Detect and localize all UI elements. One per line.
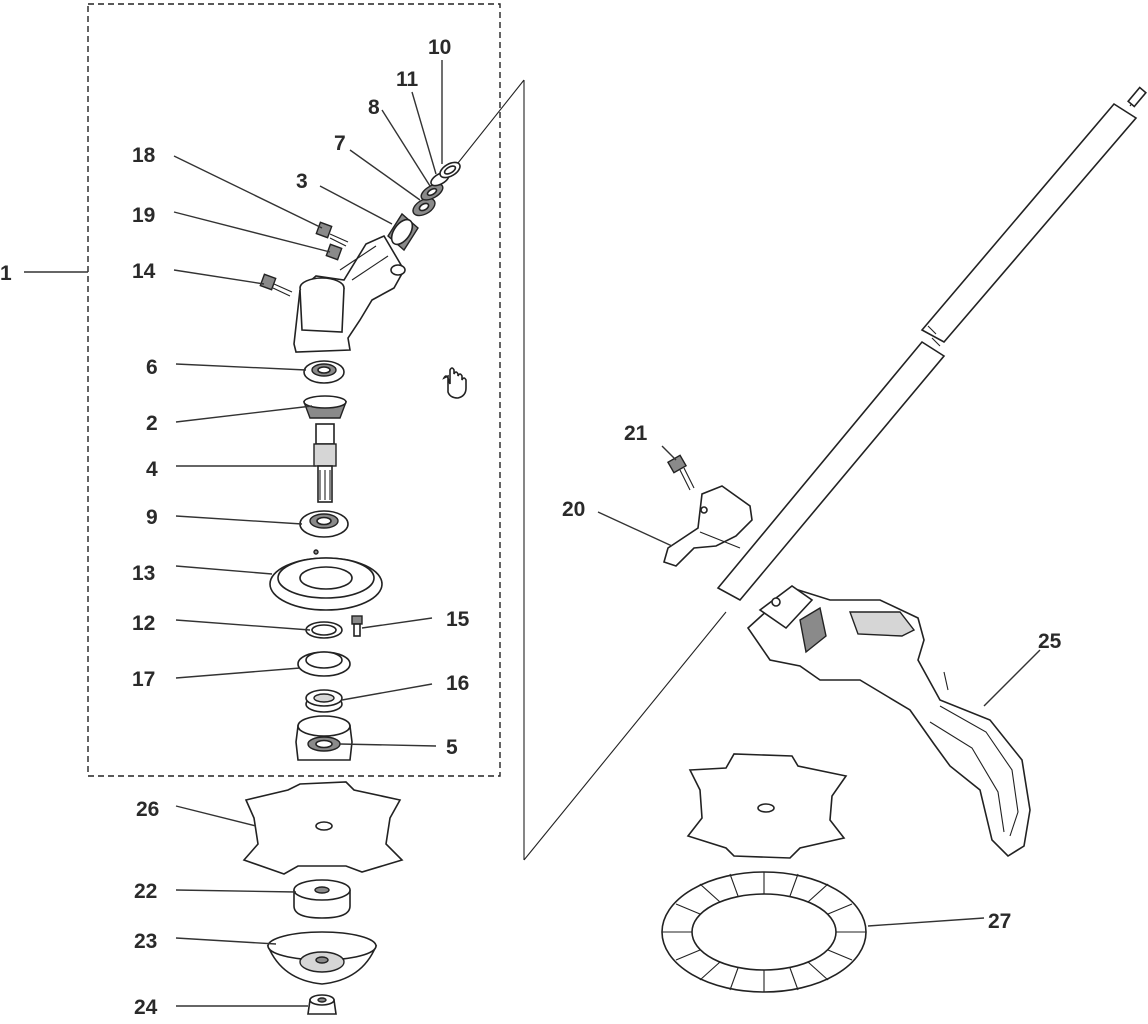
callout-25: 25 [1038, 630, 1062, 653]
callout-2: 2 [146, 412, 158, 435]
blade-holder-5 [295, 715, 353, 761]
callout-17: 17 [132, 668, 155, 691]
snap-ring-10 [439, 161, 461, 179]
callout-23: 23 [134, 930, 157, 953]
snap-ring-12 [305, 621, 343, 639]
small-bearing [412, 197, 436, 217]
callout-1: 1 [0, 262, 12, 285]
bearing-6 [303, 360, 345, 384]
spindle-4 [313, 423, 337, 503]
bolt-14 [259, 273, 293, 297]
callout-5: 5 [446, 736, 458, 759]
callout-19: 19 [132, 204, 155, 227]
callout-4: 4 [146, 458, 158, 481]
nut-24 [307, 994, 337, 1015]
hand-cursor-icon [442, 367, 467, 399]
dish-23 [266, 931, 378, 985]
handle-assembly [746, 585, 1031, 858]
callout-26: 26 [136, 798, 159, 821]
callout-14: 14 [132, 260, 156, 283]
callout-16: 16 [446, 672, 469, 695]
callout-7: 7 [334, 132, 346, 155]
leader-lines [24, 60, 1041, 1007]
callout-8: 8 [368, 96, 380, 119]
callout-11: 11 [396, 68, 419, 91]
callout-22: 22 [134, 880, 157, 903]
callout-13: 13 [132, 562, 155, 585]
callout-6: 6 [146, 356, 158, 379]
bracket-screw [666, 454, 695, 491]
callout-12: 12 [132, 612, 155, 635]
collar-16 [305, 689, 343, 713]
drive-shaft [716, 86, 1147, 602]
callout-18: 18 [132, 144, 156, 167]
callout-27: 27 [988, 910, 1011, 933]
nut-19 [325, 243, 343, 261]
spacer-22 [293, 879, 351, 919]
callout-9: 9 [146, 506, 158, 529]
washer-8 [420, 183, 444, 201]
callout-3: 3 [296, 170, 308, 193]
callout-10: 10 [428, 36, 451, 59]
cover-plate-13 [269, 549, 383, 611]
pinion-gear [387, 212, 419, 252]
callout-labels: 1 2 3 4 5 6 7 8 9 10 11 12 13 14 15 16 1… [0, 36, 1062, 1019]
assembly-link-lines [453, 79, 727, 861]
gearhead-assembly-box [87, 3, 501, 777]
screw-15 [351, 615, 363, 637]
callout-20: 20 [562, 498, 585, 521]
handle-bracket [663, 485, 753, 567]
gear-housing [293, 234, 406, 353]
ring-17 [297, 651, 351, 677]
guard-ring-27 [661, 871, 867, 993]
bevel-gear-2 [302, 395, 348, 419]
callout-15: 15 [446, 608, 470, 631]
callout-21: 21 [624, 422, 648, 445]
bearing-9 [299, 510, 349, 538]
blade-26 [242, 781, 404, 875]
bolt-18 [315, 221, 349, 247]
callout-24: 24 [134, 996, 158, 1019]
blade-second-view [686, 753, 848, 859]
